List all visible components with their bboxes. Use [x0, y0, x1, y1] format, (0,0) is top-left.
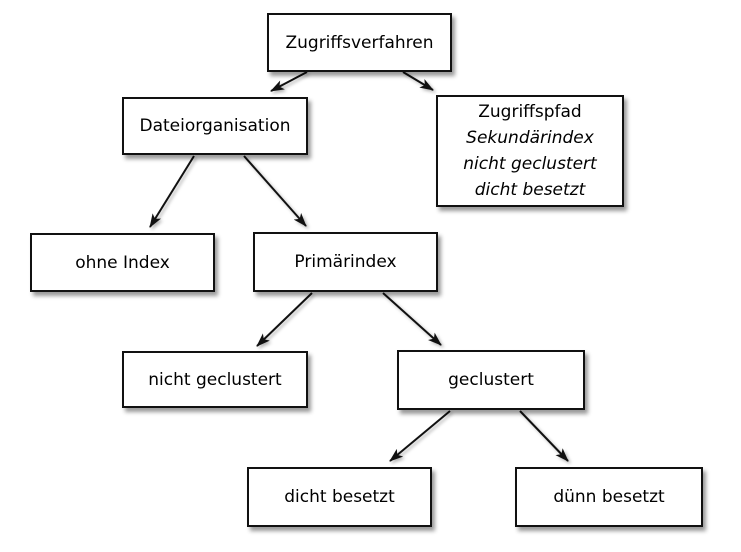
edge-dateiorganisation-ohne-index: [149, 155, 195, 228]
node-label-line3: nicht geclustert: [463, 154, 597, 174]
node-ohne-index: ohne Index: [30, 233, 215, 292]
node-primaerindex: Primärindex: [253, 232, 438, 292]
node-label: nicht geclustert: [148, 369, 282, 390]
node-label: ohne Index: [75, 252, 170, 273]
node-dateiorganisation: Dateiorganisation: [122, 97, 308, 155]
edge-primaerindex-geclustert: [382, 292, 442, 346]
node-label: Primärindex: [294, 252, 397, 272]
node-label-line2: Sekundärindex: [466, 128, 594, 148]
node-nicht-geclustert: nicht geclustert: [122, 351, 308, 408]
node-label: Zugriffsverfahren: [285, 32, 434, 53]
node-label: dicht besetzt: [284, 487, 395, 507]
node-dicht-besetzt: dicht besetzt: [247, 467, 432, 527]
node-duenn-besetzt: dünn besetzt: [515, 467, 703, 527]
edge-dateiorganisation-primaerindex: [243, 155, 307, 227]
edge-primaerindex-nicht-geclustert: [256, 292, 313, 347]
node-label: dünn besetzt: [553, 487, 665, 507]
node-label: geclustert: [448, 370, 534, 390]
node-zugriffspfad: Zugriffspfad Sekundärindex nicht geclust…: [436, 95, 624, 207]
node-zugriffsverfahren: Zugriffsverfahren: [267, 13, 452, 72]
node-label: Dateiorganisation: [139, 116, 291, 136]
edge-geclustert-dicht-besetzt: [389, 410, 451, 462]
node-label-line4: dicht besetzt: [474, 180, 586, 200]
edge-zugriffsverfahren-dateiorganisation: [270, 71, 308, 92]
edge-geclustert-duenn-besetzt: [519, 410, 569, 462]
node-geclustert: geclustert: [397, 350, 585, 410]
edge-zugriffsverfahren-zugriffspfad: [402, 71, 434, 91]
node-label-line1: Zugriffspfad: [478, 102, 582, 122]
